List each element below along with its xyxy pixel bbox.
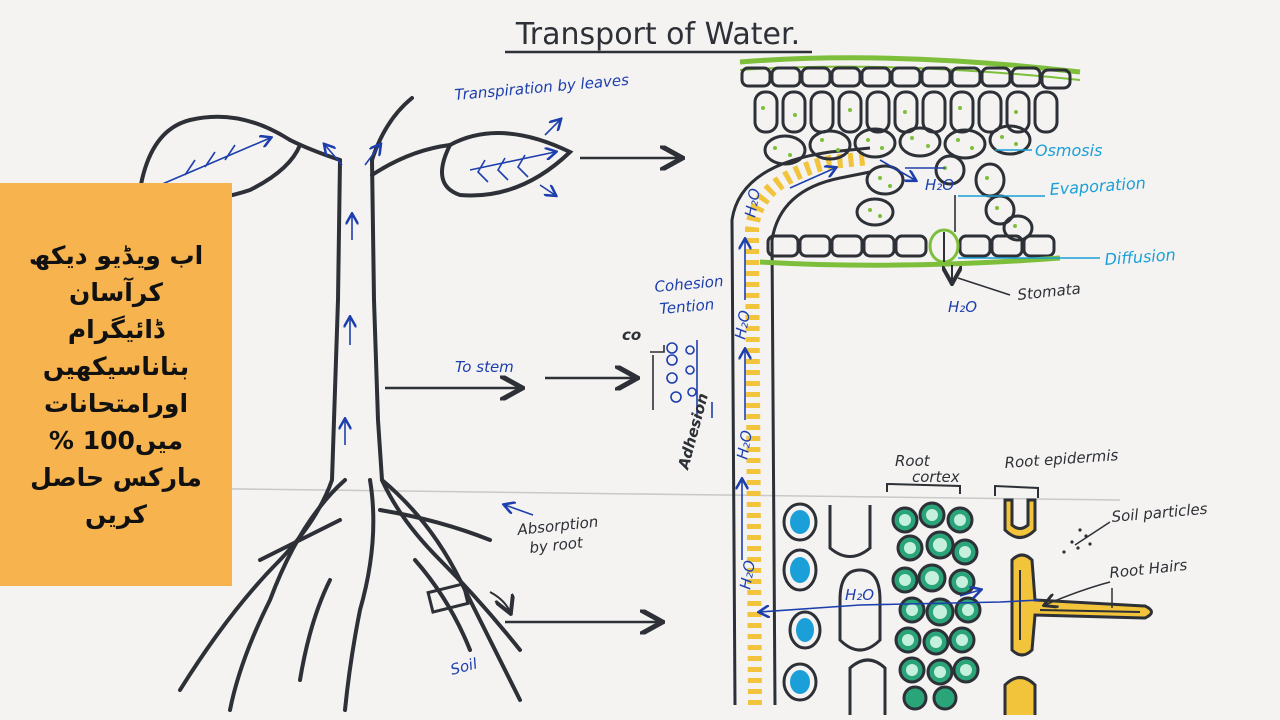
xylem-h2o-3: H₂O	[733, 429, 756, 461]
xylem-water-arrows	[742, 168, 835, 560]
label-transpiration: Transpiration by leaves	[454, 71, 630, 104]
label-adhesion: Adhesion	[674, 391, 712, 472]
label-co: co	[622, 326, 641, 344]
urdu-line-5: اورامتحانات	[43, 388, 189, 418]
leaf-cross-section	[739, 55, 1081, 282]
divider-line	[159, 487, 1121, 501]
label-stomata: Stomata	[1017, 279, 1082, 304]
plant-diagram	[137, 96, 574, 712]
xylem-h2o-2: H₂O	[731, 309, 754, 341]
cohesion-molecules	[650, 340, 713, 418]
label-osmosis: Osmosis	[1035, 141, 1102, 160]
stem-flow-arrows	[325, 145, 534, 516]
label-soil-particles: Soil particles	[1111, 500, 1209, 526]
urdu-line-6: میں100 %	[48, 425, 184, 455]
label-to-stem: To stem	[455, 358, 514, 376]
root-cross-section	[782, 498, 1153, 715]
main-arrows	[385, 158, 680, 622]
root-h2o: H₂O	[845, 586, 874, 604]
root-water-path	[760, 590, 1041, 612]
label-root-hairs: Root Hairs	[1109, 556, 1189, 582]
urdu-promo-panel: اب ویڈیو دیکھ کرآسان ڈائیگرام بناناسیکھی…	[0, 183, 232, 586]
soil-particle-dots	[1062, 528, 1092, 554]
soil-pointer	[1074, 521, 1111, 546]
urdu-line-1: اب ویڈیو دیکھ	[28, 240, 204, 270]
label-diffusion: Diffusion	[1104, 245, 1176, 269]
urdu-line-7: مارکس حاصل	[30, 462, 202, 492]
root-box-arrow	[489, 591, 510, 612]
leaf-h2o-2: H₂O	[948, 298, 977, 316]
urdu-line-8: کریں	[85, 499, 147, 529]
xylem-h2o-1: H₂O	[741, 187, 764, 219]
label-root-cortex-2: cortex	[912, 468, 960, 486]
label-root-epidermis: Root epidermis	[1004, 446, 1119, 472]
label-tention: Tention	[659, 295, 715, 318]
page-title: Transport of Water.	[515, 17, 800, 52]
root-section-box	[426, 582, 470, 614]
label-evaporation: Evaporation	[1049, 173, 1146, 199]
xylem-h2o-4: H₂O	[736, 559, 759, 591]
root-brackets	[886, 482, 1039, 498]
label-soil: Soil	[448, 654, 480, 679]
leaf-label-leaders	[957, 149, 1100, 296]
urdu-line-3: ڈائیگرام	[67, 314, 165, 344]
label-root-cortex-1: Root	[895, 452, 931, 470]
label-by-root: by root	[529, 533, 585, 557]
leaf-h2o-1: H₂O	[925, 176, 954, 194]
root-hairs-pointer	[1045, 581, 1111, 605]
urdu-line-4: بناناسیکھیں	[42, 351, 190, 381]
label-cohesion: Cohesion	[654, 272, 724, 296]
urdu-line-2: کرآسان	[69, 277, 163, 307]
leaf-veins	[159, 120, 560, 195]
leaf-flow-arrows	[879, 159, 956, 232]
